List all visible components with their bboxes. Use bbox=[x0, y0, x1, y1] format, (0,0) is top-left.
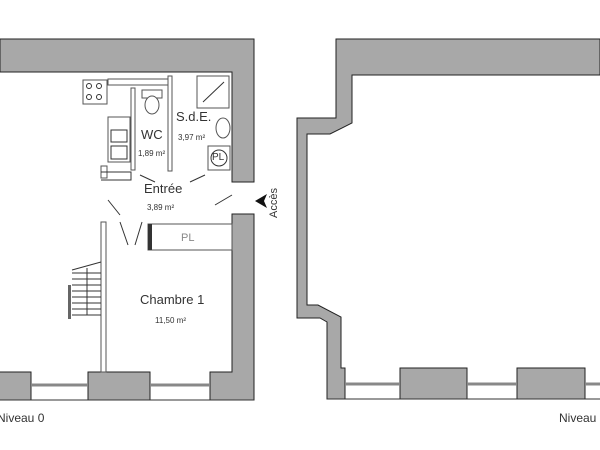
level-1-walls bbox=[296, 38, 600, 400]
sink-icon bbox=[107, 116, 131, 163]
staircase bbox=[68, 261, 102, 319]
pl-circle bbox=[210, 149, 228, 167]
closet-label-sde: PL bbox=[212, 152, 225, 163]
room-area-chambre: 11,50 m² bbox=[155, 316, 186, 325]
level-0-walls bbox=[0, 38, 255, 401]
room-area-sde: 3,97 m² bbox=[178, 133, 206, 142]
washbasin-icon bbox=[215, 117, 231, 139]
room-name-wc: WC bbox=[141, 127, 163, 142]
access-label: Accès bbox=[268, 188, 280, 218]
level-0-interior bbox=[68, 75, 267, 373]
access-arrow-icon bbox=[255, 194, 267, 208]
closet-label-chambre: PL bbox=[181, 232, 195, 244]
room-name-sde: S.d.E. bbox=[176, 109, 212, 124]
level-0-label: Niveau 0 bbox=[0, 411, 45, 425]
level-1-label: Niveau bbox=[559, 411, 597, 425]
room-name-entree: Entrée bbox=[144, 181, 183, 196]
room-area-wc: 1,89 m² bbox=[138, 149, 166, 158]
hob-icon bbox=[82, 79, 108, 105]
room-area-entree: 3,89 m² bbox=[147, 203, 175, 212]
room-name-chambre: Chambre 1 bbox=[140, 292, 205, 307]
